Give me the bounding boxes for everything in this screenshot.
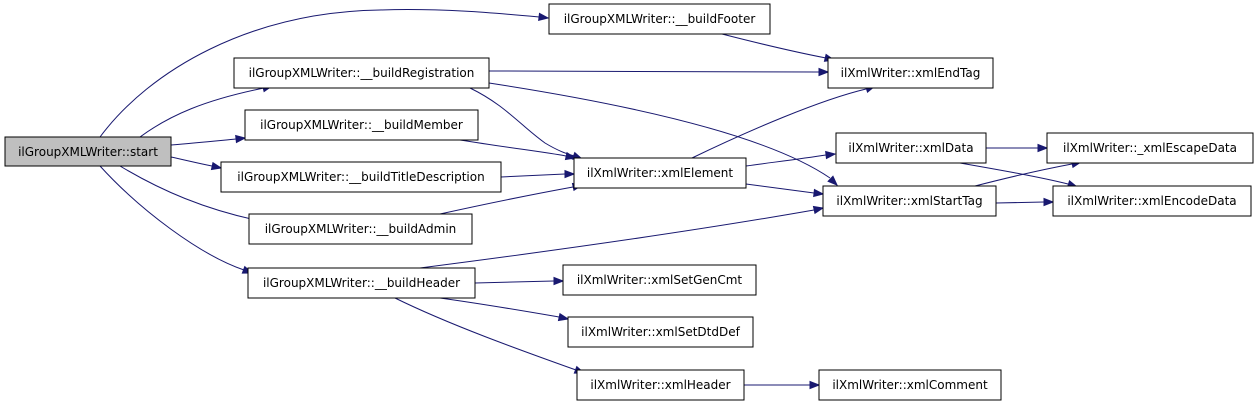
edge-buildHeader-to-xmlHeader: [394, 297, 586, 374]
node-label-xml-encode-data: ilXmlWriter::xmlEncodeData: [1067, 194, 1236, 208]
edge-xmlStartTag-to-xmlEscapeData: [974, 159, 1083, 187]
node-label-xml-header: ilXmlWriter::xmlHeader: [590, 378, 730, 392]
arrowhead-icon: [809, 380, 821, 390]
node-label-xml-end-tag: ilXmlWriter::xmlEndTag: [841, 66, 981, 80]
node-label-xml-set-gen-cmt: ilXmlWriter::xmlSetGenCmt: [577, 273, 743, 287]
node-label-build-title-description: ilGroupXMLWriter::__buildTitleDescriptio…: [237, 170, 484, 184]
edge-start-to-buildFooter: [99, 9, 550, 138]
edge-buildRegistration-to-xmlEndTag: [488, 67, 830, 77]
edge-buildHeader-to-xmlSetGenCmt: [474, 276, 565, 286]
edge-buildHeader-to-xmlStartTag: [419, 205, 825, 269]
edge-line: [474, 280, 555, 284]
edge-line: [459, 139, 567, 157]
edge-line: [394, 297, 577, 371]
arrowhead-icon: [557, 312, 570, 322]
arrowhead-icon: [564, 151, 577, 161]
node-label-xml-comment: ilXmlWriter::xmlComment: [832, 378, 988, 392]
edge-buildHeader-to-xmlSetDtdDef: [439, 297, 570, 322]
edge-xmlData-to-xmlEscapeData: [986, 143, 1049, 153]
node-label-xml-set-dtd-def: ilXmlWriter::xmlSetDtdDef: [581, 325, 740, 339]
edge-line: [745, 183, 815, 194]
edge-line: [439, 186, 574, 215]
arrowhead-icon: [1043, 197, 1055, 207]
edge-layer: [99, 9, 1083, 390]
edge-xmlElement-to-xmlData: [745, 150, 837, 167]
edge-line: [745, 154, 827, 167]
node-xml-end-tag[interactable]: ilXmlWriter::xmlEndTag: [827, 57, 994, 89]
edge-buildMember-to-xmlElement: [459, 139, 577, 161]
edge-line: [99, 165, 245, 271]
node-label-build-member: ilGroupXMLWriter::__buildMember: [260, 118, 463, 132]
edge-start-to-buildTitleDescription: [170, 156, 223, 171]
node-start[interactable]: ilGroupXMLWriter::start: [4, 136, 172, 167]
node-label-xml-element: ilXmlWriter::xmlElement: [587, 166, 734, 180]
edge-line: [959, 162, 1069, 185]
node-label-build-footer: ilGroupXMLWriter::__buildFooter: [564, 12, 756, 26]
edge-line: [170, 156, 213, 167]
node-label-xml-escape-data: ilXmlWriter::_xmlEscapeData: [1063, 141, 1237, 155]
edge-line: [721, 33, 827, 59]
node-build-footer[interactable]: ilGroupXMLWriter::__buildFooter: [548, 3, 771, 35]
node-build-header[interactable]: ilGroupXMLWriter::__buildHeader: [247, 267, 476, 299]
edge-xmlElement-to-xmlStartTag: [745, 183, 825, 198]
arrowhead-icon: [210, 161, 223, 171]
arrowhead-icon: [538, 12, 550, 22]
node-build-registration[interactable]: ilGroupXMLWriter::__buildRegistration: [233, 57, 490, 89]
edge-line: [691, 88, 867, 159]
node-xml-encode-data[interactable]: ilXmlWriter::xmlEncodeData: [1052, 185, 1252, 217]
arrowhead-icon: [553, 276, 565, 286]
edge-line: [488, 70, 820, 73]
edge-line: [995, 201, 1045, 204]
node-xml-escape-data[interactable]: ilXmlWriter::_xmlEscapeData: [1046, 132, 1254, 164]
edge-line: [119, 165, 266, 223]
arrowhead-icon: [235, 134, 247, 144]
node-label-xml-start-tag: ilXmlWriter::xmlStartTag: [836, 194, 982, 208]
edge-line: [139, 87, 265, 138]
edge-line: [99, 9, 541, 138]
node-label-build-registration: ilGroupXMLWriter::__buildRegistration: [249, 66, 475, 80]
arrowhead-icon: [818, 67, 830, 77]
node-xml-data[interactable]: ilXmlWriter::xmlData: [835, 132, 987, 164]
node-xml-start-tag[interactable]: ilXmlWriter::xmlStartTag: [822, 185, 997, 217]
edge-line: [488, 82, 831, 179]
edge-start-to-buildMember: [170, 134, 247, 146]
node-xml-set-dtd-def[interactable]: ilXmlWriter::xmlSetDtdDef: [567, 316, 754, 348]
arrowhead-icon: [564, 169, 576, 179]
edge-buildTitleDescription-to-xmlElement: [500, 169, 576, 179]
arrowhead-icon: [812, 205, 825, 215]
node-label-build-header: ilGroupXMLWriter::__buildHeader: [263, 276, 460, 290]
arrowhead-icon: [813, 188, 825, 198]
node-xml-element[interactable]: ilXmlWriter::xmlElement: [573, 157, 747, 189]
node-xml-set-gen-cmt[interactable]: ilXmlWriter::xmlSetGenCmt: [562, 264, 757, 296]
edge-xmlHeader-to-xmlComment: [744, 380, 821, 390]
edge-line: [439, 297, 560, 318]
node-label-xml-data: ilXmlWriter::xmlData: [848, 141, 973, 155]
edge-line: [419, 209, 815, 269]
node-build-title-description[interactable]: ilGroupXMLWriter::__buildTitleDescriptio…: [220, 161, 502, 193]
node-label-build-admin: ilGroupXMLWriter::__buildAdmin: [265, 222, 457, 236]
node-build-admin[interactable]: ilGroupXMLWriter::__buildAdmin: [248, 213, 473, 245]
node-build-member[interactable]: ilGroupXMLWriter::__buildMember: [244, 109, 479, 141]
edge-buildRegistration-to-xmlElement: [469, 87, 584, 160]
node-xml-header[interactable]: ilXmlWriter::xmlHeader: [576, 369, 745, 401]
node-label-start: ilGroupXMLWriter::start: [18, 145, 158, 159]
edge-xmlStartTag-to-xmlEncodeData: [995, 197, 1055, 207]
edge-buildRegistration-to-xmlStartTag: [488, 82, 838, 186]
edge-buildFooter-to-xmlEndTag: [721, 33, 836, 62]
edge-line: [974, 163, 1073, 187]
node-xml-comment[interactable]: ilXmlWriter::xmlComment: [818, 369, 1002, 401]
edge-line: [469, 87, 575, 157]
edge-line: [500, 173, 566, 178]
arrowhead-icon: [827, 175, 838, 186]
arrowhead-icon: [825, 150, 837, 160]
arrowhead-icon: [1037, 143, 1049, 153]
edge-line: [170, 138, 237, 146]
